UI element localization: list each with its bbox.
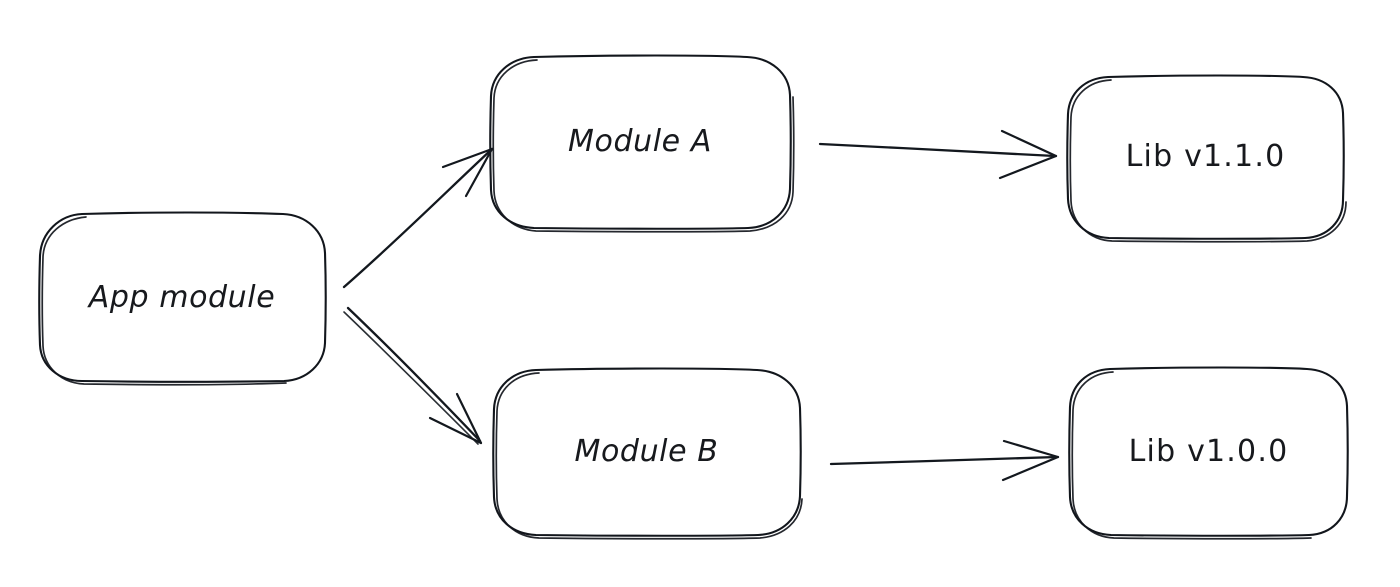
node-label-module-b: Module B [574,434,719,469]
app-module-outline [38,211,327,383]
node-app-module[interactable] [38,211,327,386]
module-b-outline [492,367,802,537]
lib-v100-outline [1068,366,1349,537]
edge-app-to-module-a-arrowhead [441,147,494,169]
node-lib-v100[interactable] [1068,366,1349,540]
node-module-b[interactable] [492,367,803,540]
node-label-app-module: App module [88,280,276,315]
edge-module-a-to-lib-v110[interactable] [818,129,1058,180]
edge-module-a-to-lib-v110-arrowhead [1000,129,1058,158]
edge-app-to-module-b-arrowhead-2 [428,416,483,445]
edge-app-to-module-a-arrowhead-2 [464,147,494,198]
node-label-lib-v100: Lib v1.0.0 [1128,433,1289,469]
edge-app-to-module-a[interactable] [342,147,494,289]
lib-v110-outline [1066,74,1345,240]
node-label-module-a: Module A [568,124,712,159]
module-b-outline-sketch [495,372,803,540]
node-label-lib-v110: Lib v1.1.0 [1125,139,1286,174]
edge-module-a-to-lib-v110-arrowhead-2 [998,154,1058,180]
lib-v100-outline-sketch [1071,371,1312,540]
edge-module-b-to-lib-v100[interactable] [829,439,1060,482]
edge-app-to-module-b-line [346,306,482,443]
lib-v110-outline-sketch [1069,79,1347,243]
edge-app-to-module-b-arrowhead [455,392,483,445]
node-lib-v110[interactable] [1066,74,1347,243]
edge-module-a-to-lib-v110-line [818,142,1057,158]
edge-app-to-module-b-line-sketch [343,311,479,445]
edge-module-b-to-lib-v100-line [829,455,1059,466]
edge-app-to-module-b[interactable] [343,306,483,445]
edge-module-b-to-lib-v100-arrowhead [1002,439,1060,459]
node-module-a[interactable] [489,54,795,233]
module-a-outline-sketch [492,59,795,233]
app-module-outline-sketch [41,216,287,386]
edge-app-to-module-a-line [342,147,494,289]
module-a-outline [489,54,792,230]
edge-module-b-to-lib-v100-arrowhead-2 [1001,455,1060,482]
